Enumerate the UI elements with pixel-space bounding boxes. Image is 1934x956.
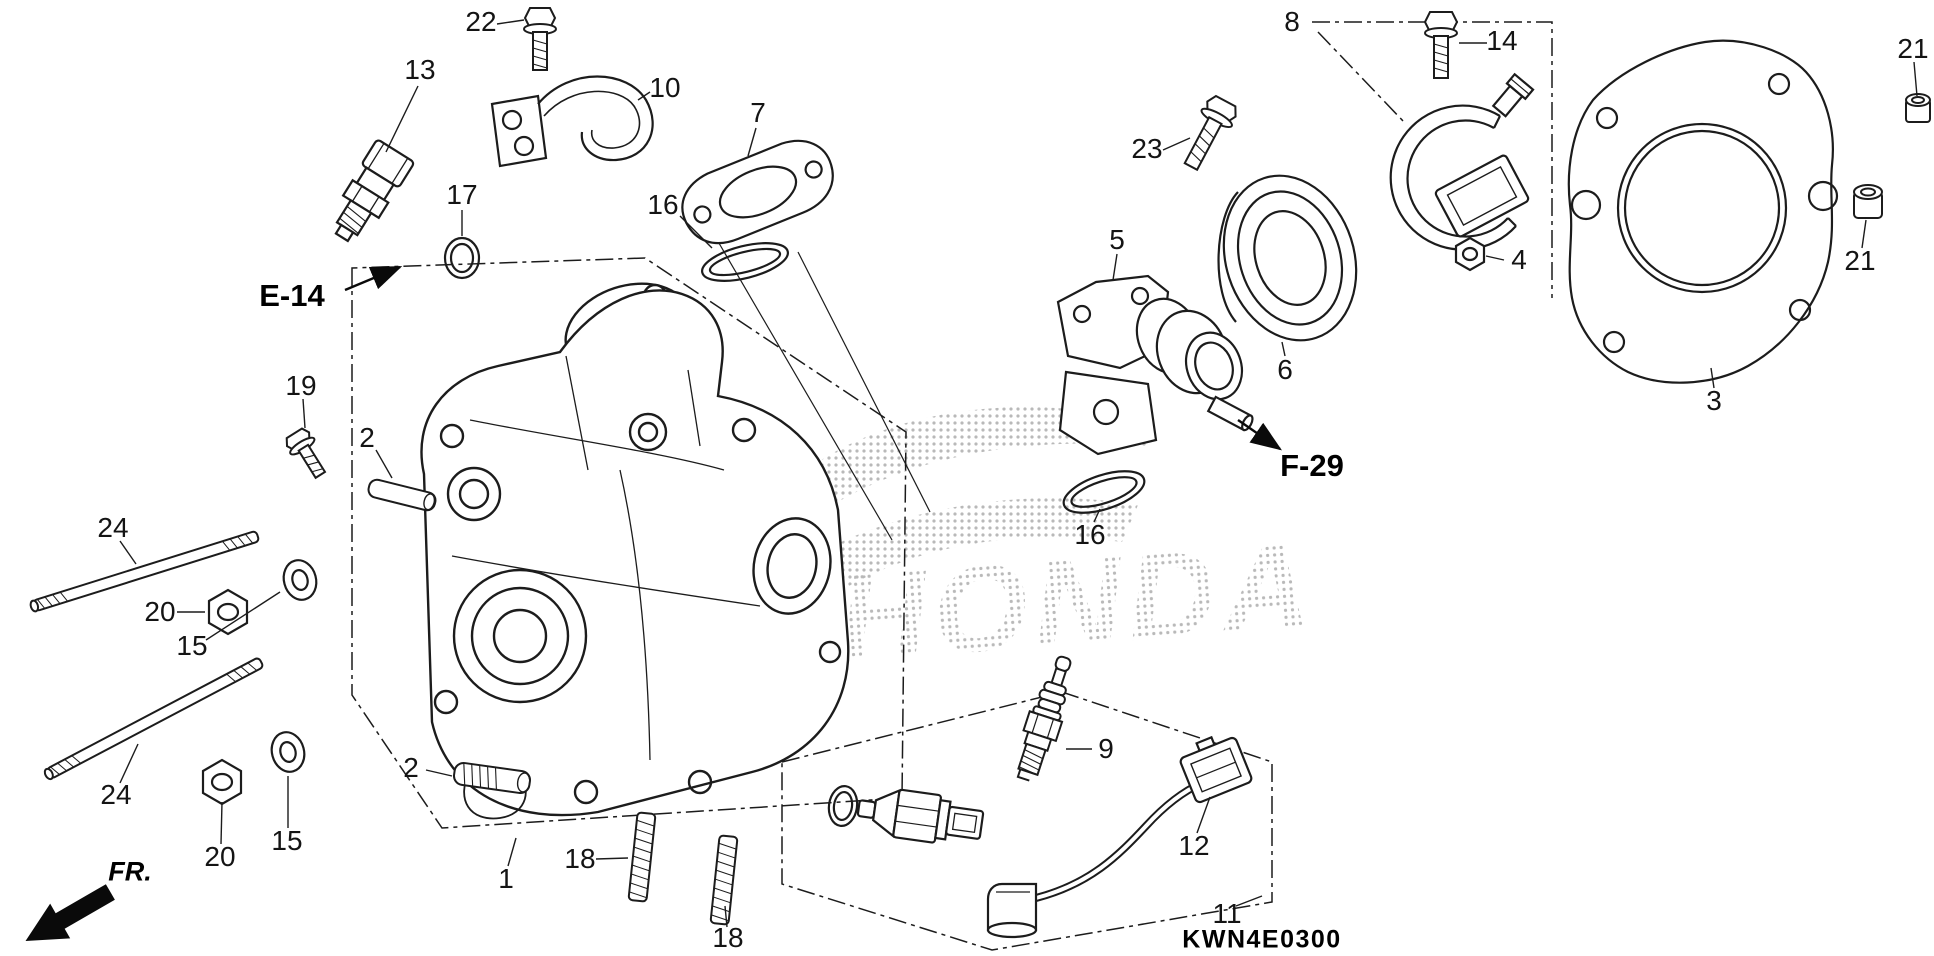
clamp-screw-drawing [1491,72,1535,118]
ref-label-e14: E-14 [259,278,325,313]
flange-bolt-22-drawing [523,7,557,71]
insulator-clamp-drawing [1389,72,1535,272]
oil-sensor-drawing [856,788,985,844]
nut-4-drawing [1454,236,1486,272]
spark-plug-drawing [1016,655,1072,782]
bushing-21b-drawing [1853,184,1883,219]
clamp-stay-plate-drawing [1434,154,1530,238]
front-direction-label: FR. [108,856,152,887]
diagram-code: KWN4E0300 [1182,925,1342,954]
reference-arrows [344,265,1282,451]
dowel-2a-drawing [367,478,437,512]
sensor-o-ring-drawing [827,784,859,828]
front-direction-arrow [25,884,115,941]
clamp-bracket-drawing [490,75,654,168]
stud-2b-drawing [453,761,531,795]
watermark-text: HONDA [834,517,1320,686]
o-ring-16-upper-drawing [701,242,789,282]
leader-lines [119,19,1918,928]
washer-15a-drawing [282,559,318,601]
washer-15b-drawing [270,731,306,773]
flange-bolt-14-drawing [1423,11,1459,79]
long-stud-24b-drawing [43,657,264,781]
o-ring-16-lower-drawing [1062,470,1146,514]
stud-18b-drawing [709,834,739,926]
nut-20a-drawing [207,588,249,636]
long-stud-24a-drawing [29,530,260,613]
o-ring-17-drawing [443,236,481,280]
f29-arrow [1237,419,1282,451]
stud-18a-drawing [627,811,657,903]
honda-watermark: HONDA [800,407,1320,686]
ref-label-f29: F-29 [1280,448,1344,483]
cylinder-gasket-drawing [1567,39,1839,384]
throttle-body-drawing [1056,274,1254,456]
insulator-gasket-drawing [681,139,834,245]
intake-duct-drawing [1217,174,1358,342]
projection-lines [715,237,931,541]
flange-bolt-23-drawing [1183,94,1237,172]
bushing-21a-drawing [1905,93,1931,123]
thermo-sensor-drawing [334,139,415,243]
nut-20b-drawing [201,758,243,806]
sensor-cable-drawing [986,735,1253,939]
cylinder-head-drawing [420,282,850,820]
connector-drawing [1179,735,1253,804]
flange-bolt-19-drawing [285,427,327,480]
e14-arrow [344,265,403,292]
